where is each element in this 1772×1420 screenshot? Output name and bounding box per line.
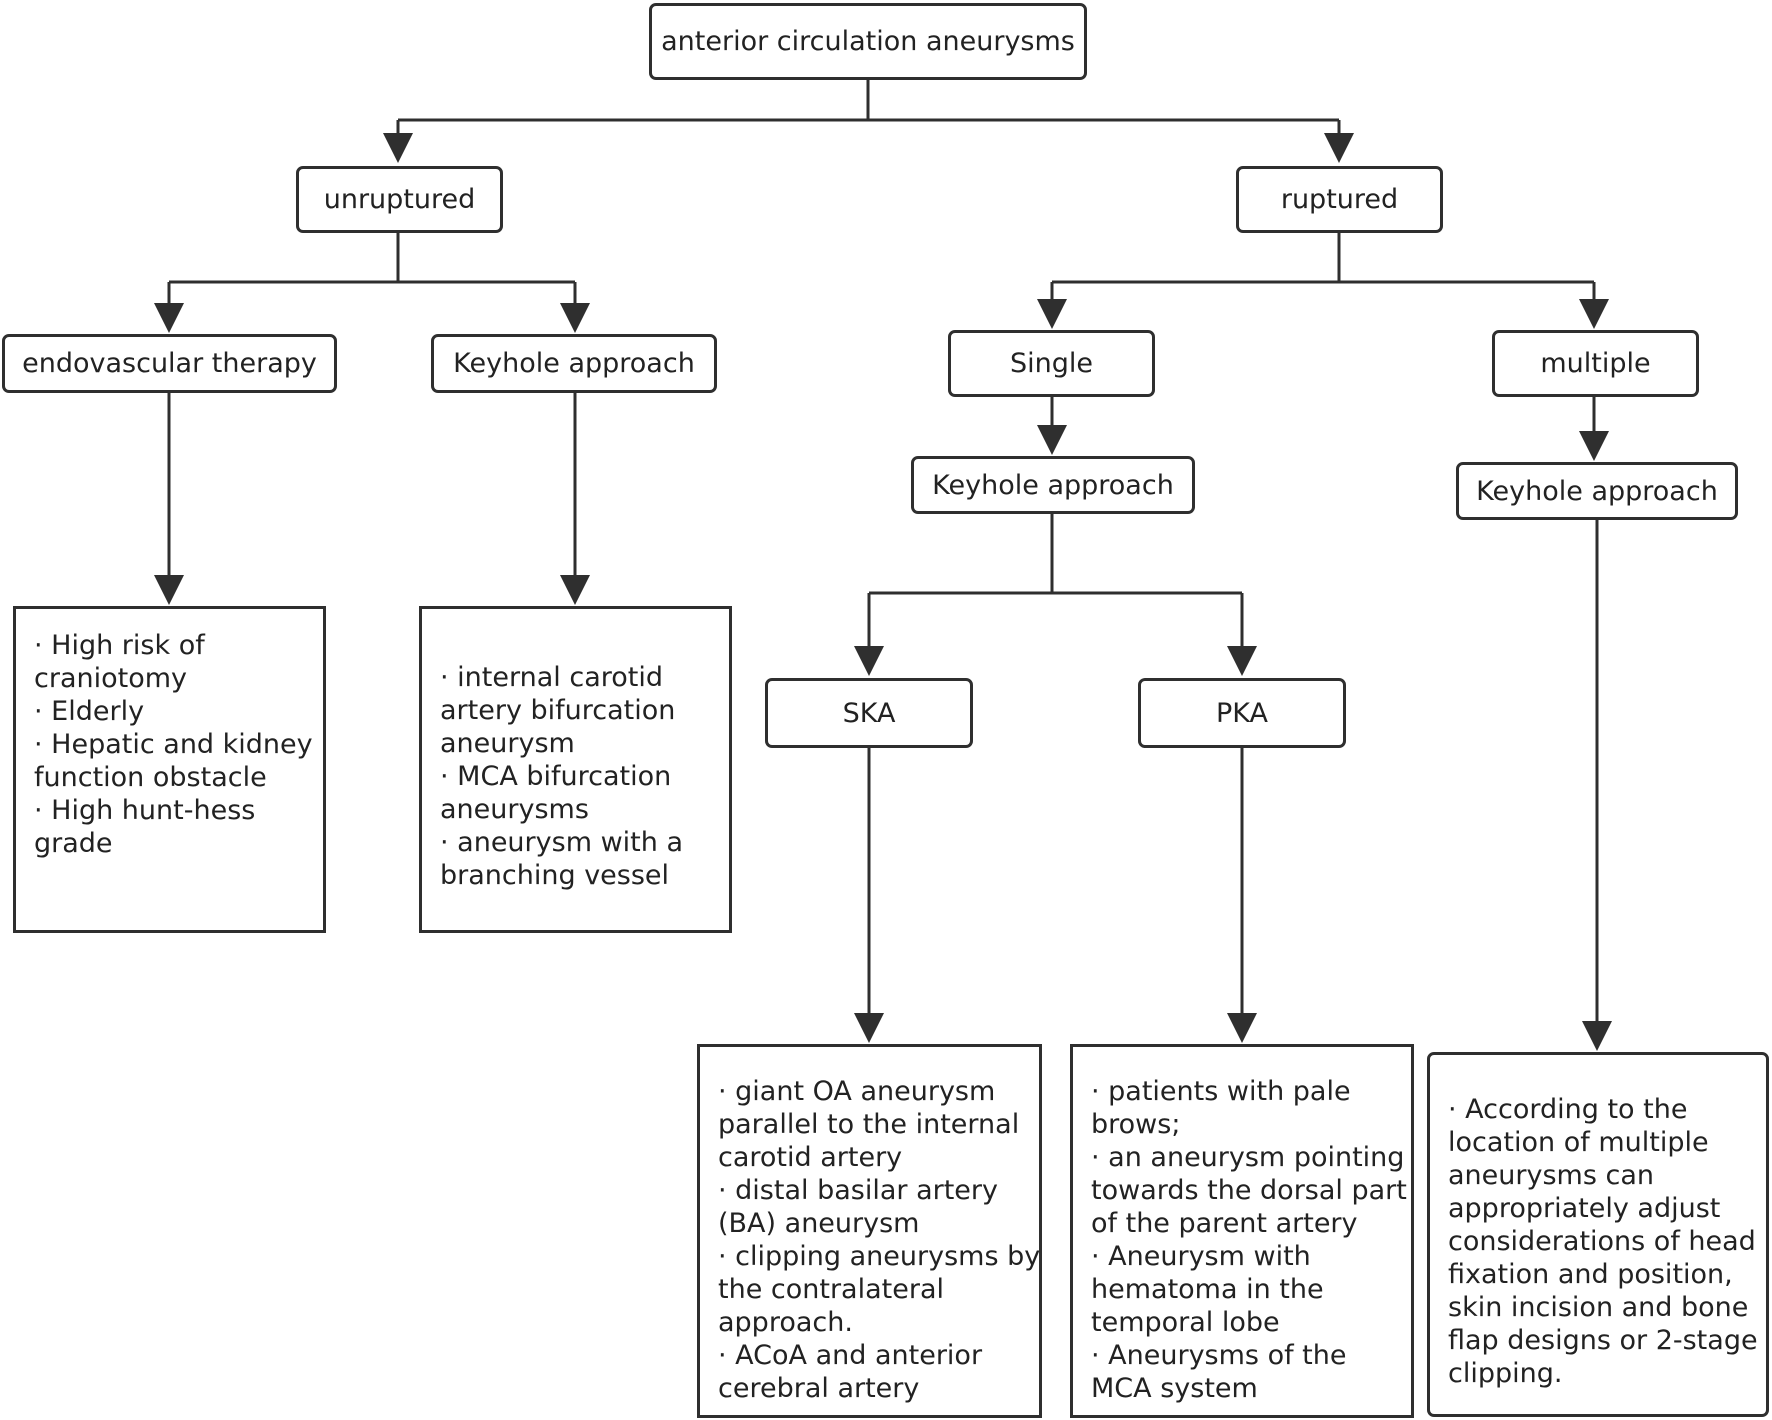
note-line: flap designs or 2-stage: [1448, 1325, 1758, 1356]
note-line: approach.: [718, 1307, 853, 1338]
note-line: clipping.: [1448, 1358, 1563, 1389]
node-root: anterior circulation aneurysms: [649, 3, 1087, 80]
node-endovascular-therapy: endovascular therapy: [2, 334, 337, 393]
note-line: · According to the: [1448, 1094, 1688, 1125]
note-line: MCA system: [1091, 1373, 1258, 1404]
note-line: the contralateral: [718, 1274, 944, 1305]
connector-unruptured-split: [169, 233, 575, 284]
note-line: · giant OA aneurysm: [718, 1076, 996, 1107]
note-line: · internal carotid: [440, 662, 663, 693]
note-line: carotid artery: [718, 1142, 903, 1173]
node-ruptured: ruptured: [1236, 166, 1443, 233]
note-line: · High hunt-hess: [34, 795, 256, 826]
note-line: aneurysms can: [1448, 1160, 1654, 1191]
note-line: grade: [34, 828, 113, 859]
note-line: of the parent artery: [1091, 1208, 1358, 1239]
note-line: considerations of head: [1448, 1226, 1756, 1257]
note-line: fixation and position,: [1448, 1259, 1733, 1290]
note-line: location of multiple: [1448, 1127, 1709, 1158]
note-line: · Aneurysms of the: [1091, 1340, 1347, 1371]
note-line: cerebral artery: [718, 1373, 920, 1404]
node-pka: PKA: [1138, 678, 1346, 748]
note-line: · an aneurysm pointing: [1091, 1142, 1405, 1173]
note-line: aneurysm: [440, 728, 575, 759]
note-line: · MCA bifurcation: [440, 761, 672, 792]
node-keyhole-approach-single: Keyhole approach: [911, 456, 1195, 514]
note-line: · aneurysm with a: [440, 827, 683, 858]
note-line: brows;: [1091, 1109, 1181, 1140]
note-line: (BA) aneurysm: [718, 1208, 920, 1239]
note-line: artery bifurcation: [440, 695, 676, 726]
note-line: · Elderly: [34, 696, 145, 727]
note-line: · Aneurysm with: [1091, 1241, 1311, 1272]
connector-root-split: [398, 80, 1339, 122]
node-multiple: multiple: [1492, 330, 1699, 397]
note-line: function obstacle: [34, 762, 267, 793]
node-keyhole-approach-unruptured: Keyhole approach: [431, 334, 717, 393]
note-line: · clipping aneurysms by: [718, 1241, 1041, 1272]
note-line: · ACoA and anterior: [718, 1340, 983, 1371]
note-line: temporal lobe: [1091, 1307, 1280, 1338]
connector-ruptured-split: [1052, 233, 1594, 284]
note-line: · distal basilar artery: [718, 1175, 998, 1206]
note-line: hematoma in the: [1091, 1274, 1324, 1305]
note-line: · Hepatic and kidney: [34, 729, 313, 760]
note-line: · patients with pale: [1091, 1076, 1351, 1107]
note-line: appropriately adjust: [1448, 1193, 1721, 1224]
note-line: parallel to the internal: [718, 1109, 1020, 1140]
node-ska: SKA: [765, 678, 973, 748]
node-single: Single: [948, 330, 1155, 397]
note-line: skin incision and bone: [1448, 1292, 1749, 1323]
note-line: towards the dorsal part: [1091, 1175, 1407, 1206]
node-keyhole-approach-multiple: Keyhole approach: [1456, 462, 1738, 520]
node-unruptured: unruptured: [296, 166, 503, 233]
note-line: aneurysms: [440, 794, 589, 825]
connector-keyhole-split: [869, 514, 1242, 595]
note-line: · High risk of: [34, 630, 205, 661]
note-line: craniotomy: [34, 663, 188, 694]
note-line: branching vessel: [440, 860, 670, 891]
